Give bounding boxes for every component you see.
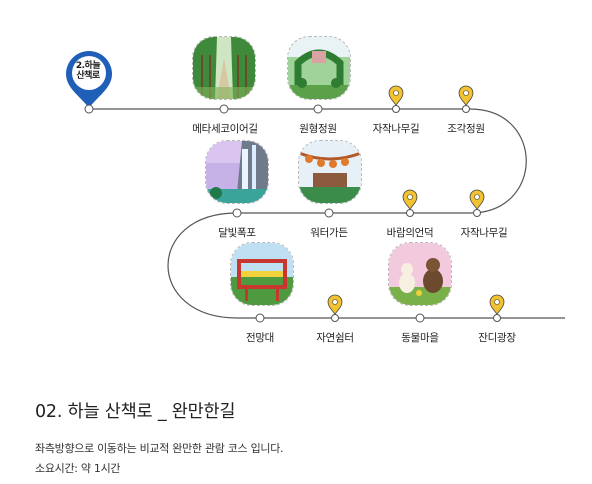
tree-avenue-image xyxy=(193,37,255,99)
stop-label-metasequoia[interactable]: 메타세코이어길 xyxy=(192,123,258,135)
stop-label-round-garden[interactable]: 원형정원 xyxy=(299,123,337,135)
photo-animal-village[interactable] xyxy=(388,242,452,306)
photo-moonlight-falls[interactable] xyxy=(205,140,269,204)
course-description: 좌측방향으로 이동하는 비교적 완만한 관람 코스 입니다. xyxy=(35,442,284,455)
photo-metasequoia[interactable] xyxy=(192,36,256,100)
stop-label-animal-village[interactable]: 동물마을 xyxy=(401,332,439,344)
stop-label-observatory[interactable]: 전망대 xyxy=(245,332,275,344)
photo-round-garden[interactable] xyxy=(287,36,351,100)
yellow-pin-icon[interactable] xyxy=(489,294,505,322)
node-observatory xyxy=(255,313,265,323)
yellow-pin-icon[interactable] xyxy=(469,189,485,217)
yellow-pin-icon[interactable] xyxy=(327,294,343,322)
node-round-garden xyxy=(313,104,323,114)
start-badge-label: 2.하늘 산책로 xyxy=(66,61,110,81)
garden-arch-image xyxy=(288,37,350,99)
yellow-pin-icon[interactable] xyxy=(388,85,404,113)
stop-label-water-garden[interactable]: 워터가든 xyxy=(310,227,348,239)
node-water-garden xyxy=(324,208,334,218)
stop-label-birch-road[interactable]: 자작나무길 xyxy=(372,123,420,135)
node-animal-village xyxy=(415,313,425,323)
stop-label-sculpture-garden[interactable]: 조각정원 xyxy=(447,123,485,135)
start-pin-icon[interactable] xyxy=(66,51,112,108)
node-moonlight-falls xyxy=(232,208,242,218)
badge-line-2: 산책로 xyxy=(76,71,100,81)
alpacas-image xyxy=(389,243,451,305)
photo-water-garden[interactable] xyxy=(298,140,362,204)
lanterns-image xyxy=(299,141,361,203)
stop-label-wind-hill[interactable]: 바람의언덕 xyxy=(386,227,434,239)
badge-line-1: 2.하늘 xyxy=(75,61,101,71)
yellow-pin-icon[interactable] xyxy=(458,85,474,113)
stop-label-lawn-plaza[interactable]: 잔디광장 xyxy=(478,332,516,344)
photo-observatory[interactable] xyxy=(230,242,294,306)
stop-label-birch-road-2[interactable]: 자작나무길 xyxy=(460,227,508,239)
stop-label-nature-rest[interactable]: 자연쉼터 xyxy=(316,332,354,344)
start-node xyxy=(84,104,94,114)
course-duration: 소요시간: 약 1시간 xyxy=(35,462,121,475)
yellow-pin-icon[interactable] xyxy=(402,189,418,217)
waterfall-image xyxy=(206,141,268,203)
viewpoint-frame-image xyxy=(231,243,293,305)
stop-label-moonlight-falls[interactable]: 달빛폭포 xyxy=(218,227,256,239)
node-metasequoia xyxy=(219,104,229,114)
course-title: 02. 하늘 산책로 _ 완만한길 xyxy=(35,402,236,422)
